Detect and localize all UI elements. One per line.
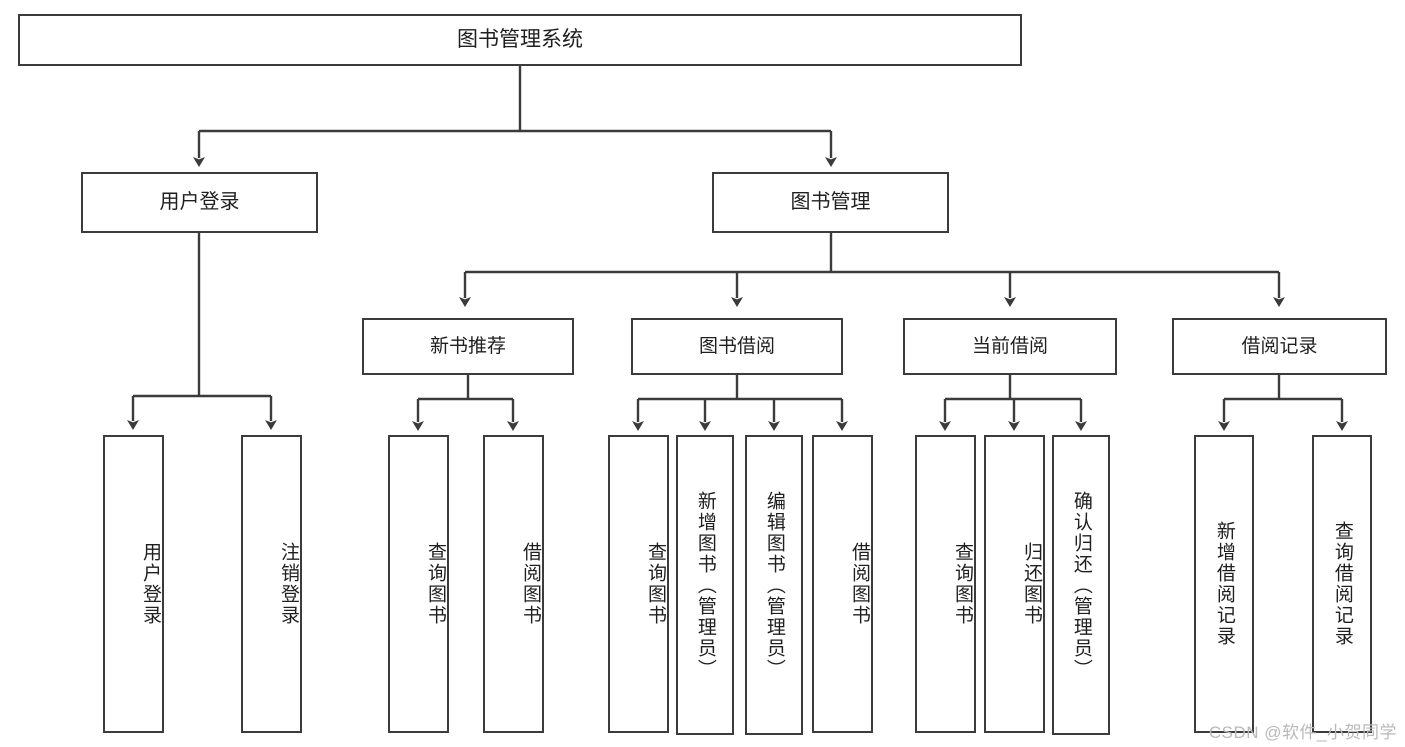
leaf-query-book-current-label: 查询图书 xyxy=(952,542,973,626)
leaf-query-borrow-record-label: 查询借阅记录 xyxy=(1331,521,1353,647)
node-current-borrow-label: 当前借阅 xyxy=(971,335,1048,357)
leaf-user-login-label: 用户登录 xyxy=(140,542,161,626)
leaf-query-book-rec-label: 查询图书 xyxy=(425,542,446,626)
leaf-logout-login-label: 注销登录 xyxy=(278,542,299,626)
node-root[interactable]: 图书管理系统 xyxy=(18,14,1022,66)
node-borrow-record-label: 借阅记录 xyxy=(1241,335,1318,357)
watermark: CSDN @软件_小贺同学 xyxy=(1208,723,1397,742)
node-root-label: 图书管理系统 xyxy=(457,27,583,51)
node-book-manage[interactable]: 图书管理 xyxy=(712,172,949,233)
node-user-login-label: 用户登录 xyxy=(159,191,240,213)
leaf-add-book-admin-label: 新增图书（管理员） xyxy=(694,490,716,680)
leaf-query-book-current[interactable]: 查询图书 xyxy=(915,435,976,733)
leaf-confirm-return-admin-label: 确认归还（管理员） xyxy=(1070,490,1092,680)
node-new-book-rec[interactable]: 新书推荐 xyxy=(362,318,574,375)
leaf-query-book-borrow-label: 查询图书 xyxy=(645,542,666,626)
leaf-logout-login[interactable]: 注销登录 xyxy=(241,435,302,733)
node-book-borrow[interactable]: 图书借阅 xyxy=(631,318,843,375)
leaf-user-login[interactable]: 用户登录 xyxy=(103,435,164,733)
leaf-borrow-book-rec[interactable]: 借阅图书 xyxy=(483,435,544,733)
leaf-borrow-book-rec-label: 借阅图书 xyxy=(520,542,541,626)
node-book-manage-label: 图书管理 xyxy=(790,191,871,213)
leaf-query-borrow-record[interactable]: 查询借阅记录 xyxy=(1312,435,1372,733)
leaf-borrow-book[interactable]: 借阅图书 xyxy=(812,435,873,733)
leaf-edit-book-admin-label: 编辑图书（管理员） xyxy=(763,490,785,680)
leaf-return-book[interactable]: 归还图书 xyxy=(984,435,1045,733)
leaf-confirm-return-admin[interactable]: 确认归还（管理员） xyxy=(1052,435,1110,735)
leaf-add-borrow-record[interactable]: 新增借阅记录 xyxy=(1194,435,1254,733)
node-current-borrow[interactable]: 当前借阅 xyxy=(903,318,1117,375)
node-user-login[interactable]: 用户登录 xyxy=(81,172,318,233)
node-borrow-record[interactable]: 借阅记录 xyxy=(1172,318,1387,375)
leaf-query-book-borrow[interactable]: 查询图书 xyxy=(608,435,669,733)
leaf-add-borrow-record-label: 新增借阅记录 xyxy=(1213,521,1235,647)
node-new-book-rec-label: 新书推荐 xyxy=(429,335,506,357)
leaf-borrow-book-label: 借阅图书 xyxy=(849,542,870,626)
leaf-query-book-rec[interactable]: 查询图书 xyxy=(388,435,449,733)
leaf-edit-book-admin[interactable]: 编辑图书（管理员） xyxy=(745,435,803,735)
node-book-borrow-label: 图书借阅 xyxy=(698,335,775,357)
leaf-return-book-label: 归还图书 xyxy=(1021,542,1042,626)
leaf-add-book-admin[interactable]: 新增图书（管理员） xyxy=(676,435,734,735)
